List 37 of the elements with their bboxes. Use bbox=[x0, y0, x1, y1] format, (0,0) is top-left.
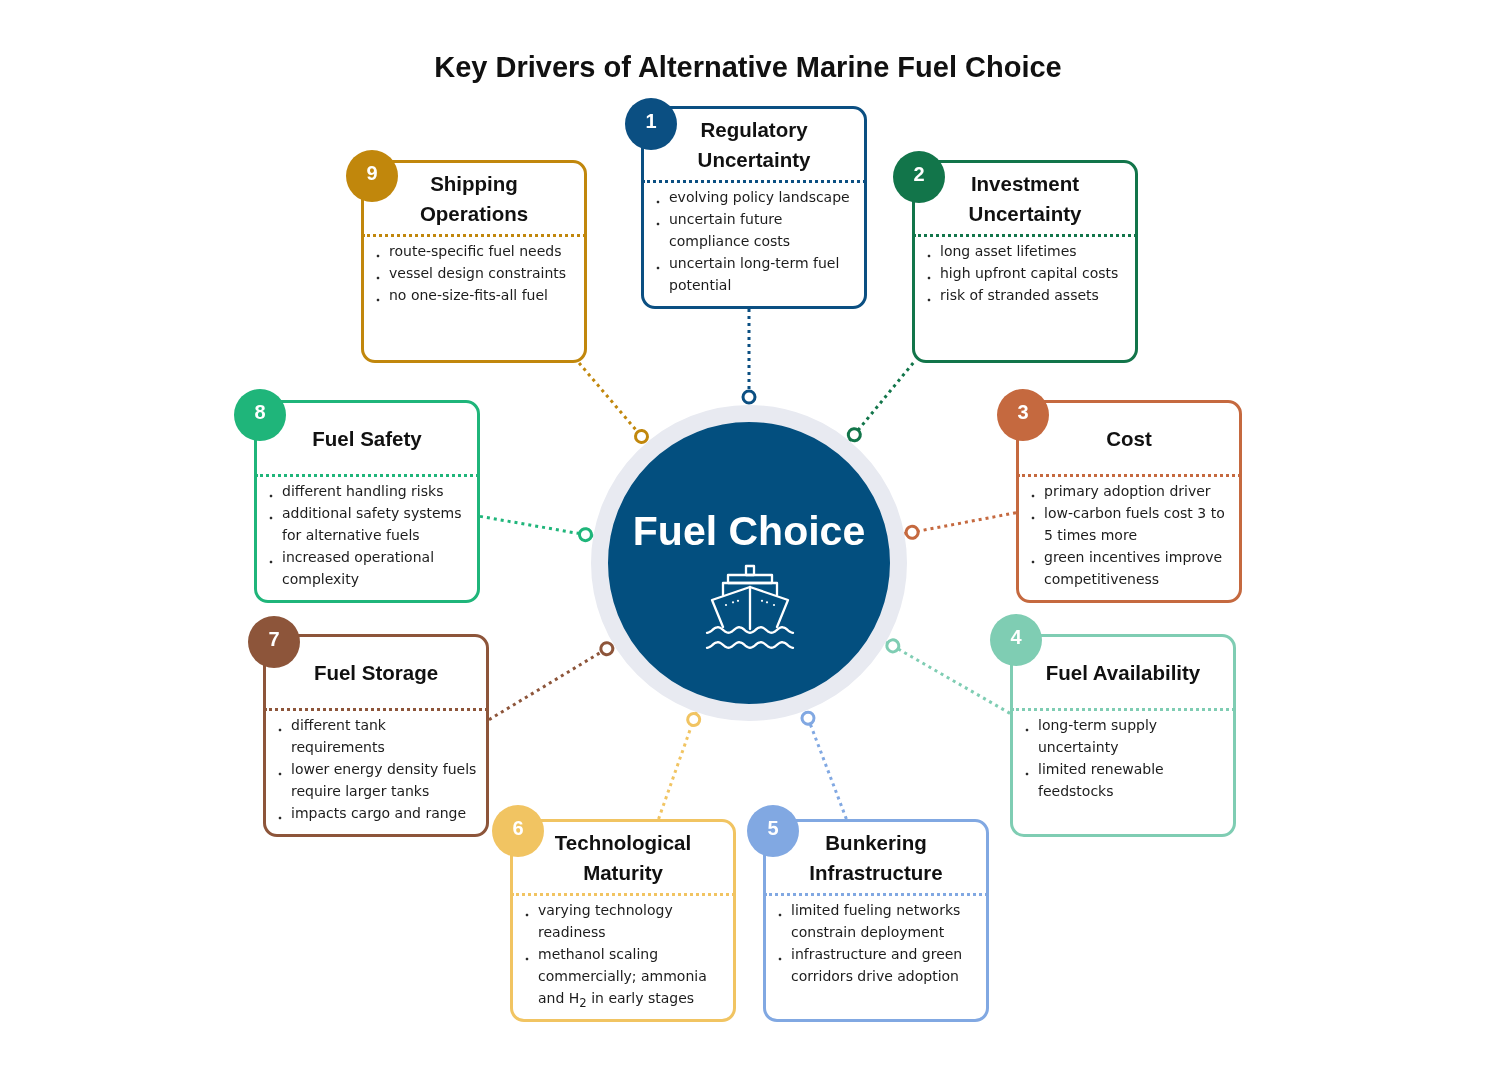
driver-card bbox=[263, 634, 489, 837]
number-badge: 2 bbox=[893, 151, 945, 203]
dotted-connector bbox=[800, 710, 848, 820]
number-badge: 7 bbox=[248, 616, 300, 668]
card-heading: Regulatory Uncertainty bbox=[696, 116, 812, 173]
card-heading: Technological Maturity bbox=[553, 829, 693, 886]
dotted-connector bbox=[846, 362, 915, 443]
card-heading: Investment Uncertainty bbox=[967, 170, 1083, 227]
driver-card bbox=[641, 106, 867, 309]
number-badge: 1 bbox=[625, 98, 677, 150]
driver-card bbox=[763, 819, 989, 1022]
dotted-connector bbox=[741, 309, 757, 405]
diagram-title: Key Drivers of Alternative Marine Fuel Choice bbox=[434, 50, 1062, 85]
driver-card bbox=[361, 160, 587, 363]
dotted-connector bbox=[904, 511, 1017, 540]
card-heading: Fuel Availability bbox=[1045, 659, 1201, 686]
hub-title: Fuel Choice bbox=[632, 507, 866, 555]
card-heading: Bunkering Infrastructure bbox=[808, 829, 944, 886]
dotted-connector bbox=[885, 638, 1011, 715]
driver-card bbox=[912, 160, 1138, 363]
card-heading: Shipping Operations bbox=[418, 170, 530, 227]
driver-card bbox=[510, 819, 736, 1022]
number-badge: 5 bbox=[747, 805, 799, 857]
dotted-connector bbox=[577, 362, 649, 444]
card-heading: Fuel Storage bbox=[313, 659, 439, 686]
number-badge: 3 bbox=[997, 389, 1049, 441]
card-heading: Fuel Safety bbox=[312, 425, 422, 452]
dotted-connector bbox=[488, 641, 615, 721]
number-badge: 4 bbox=[990, 614, 1042, 666]
dotted-connector bbox=[479, 514, 594, 543]
card-heading: Cost bbox=[1106, 425, 1152, 452]
number-badge: 8 bbox=[234, 389, 286, 441]
driver-card bbox=[254, 400, 480, 603]
number-badge: 6 bbox=[492, 805, 544, 857]
driver-card bbox=[1016, 400, 1242, 603]
number-badge: 9 bbox=[346, 150, 398, 202]
dotted-connector bbox=[657, 711, 702, 820]
